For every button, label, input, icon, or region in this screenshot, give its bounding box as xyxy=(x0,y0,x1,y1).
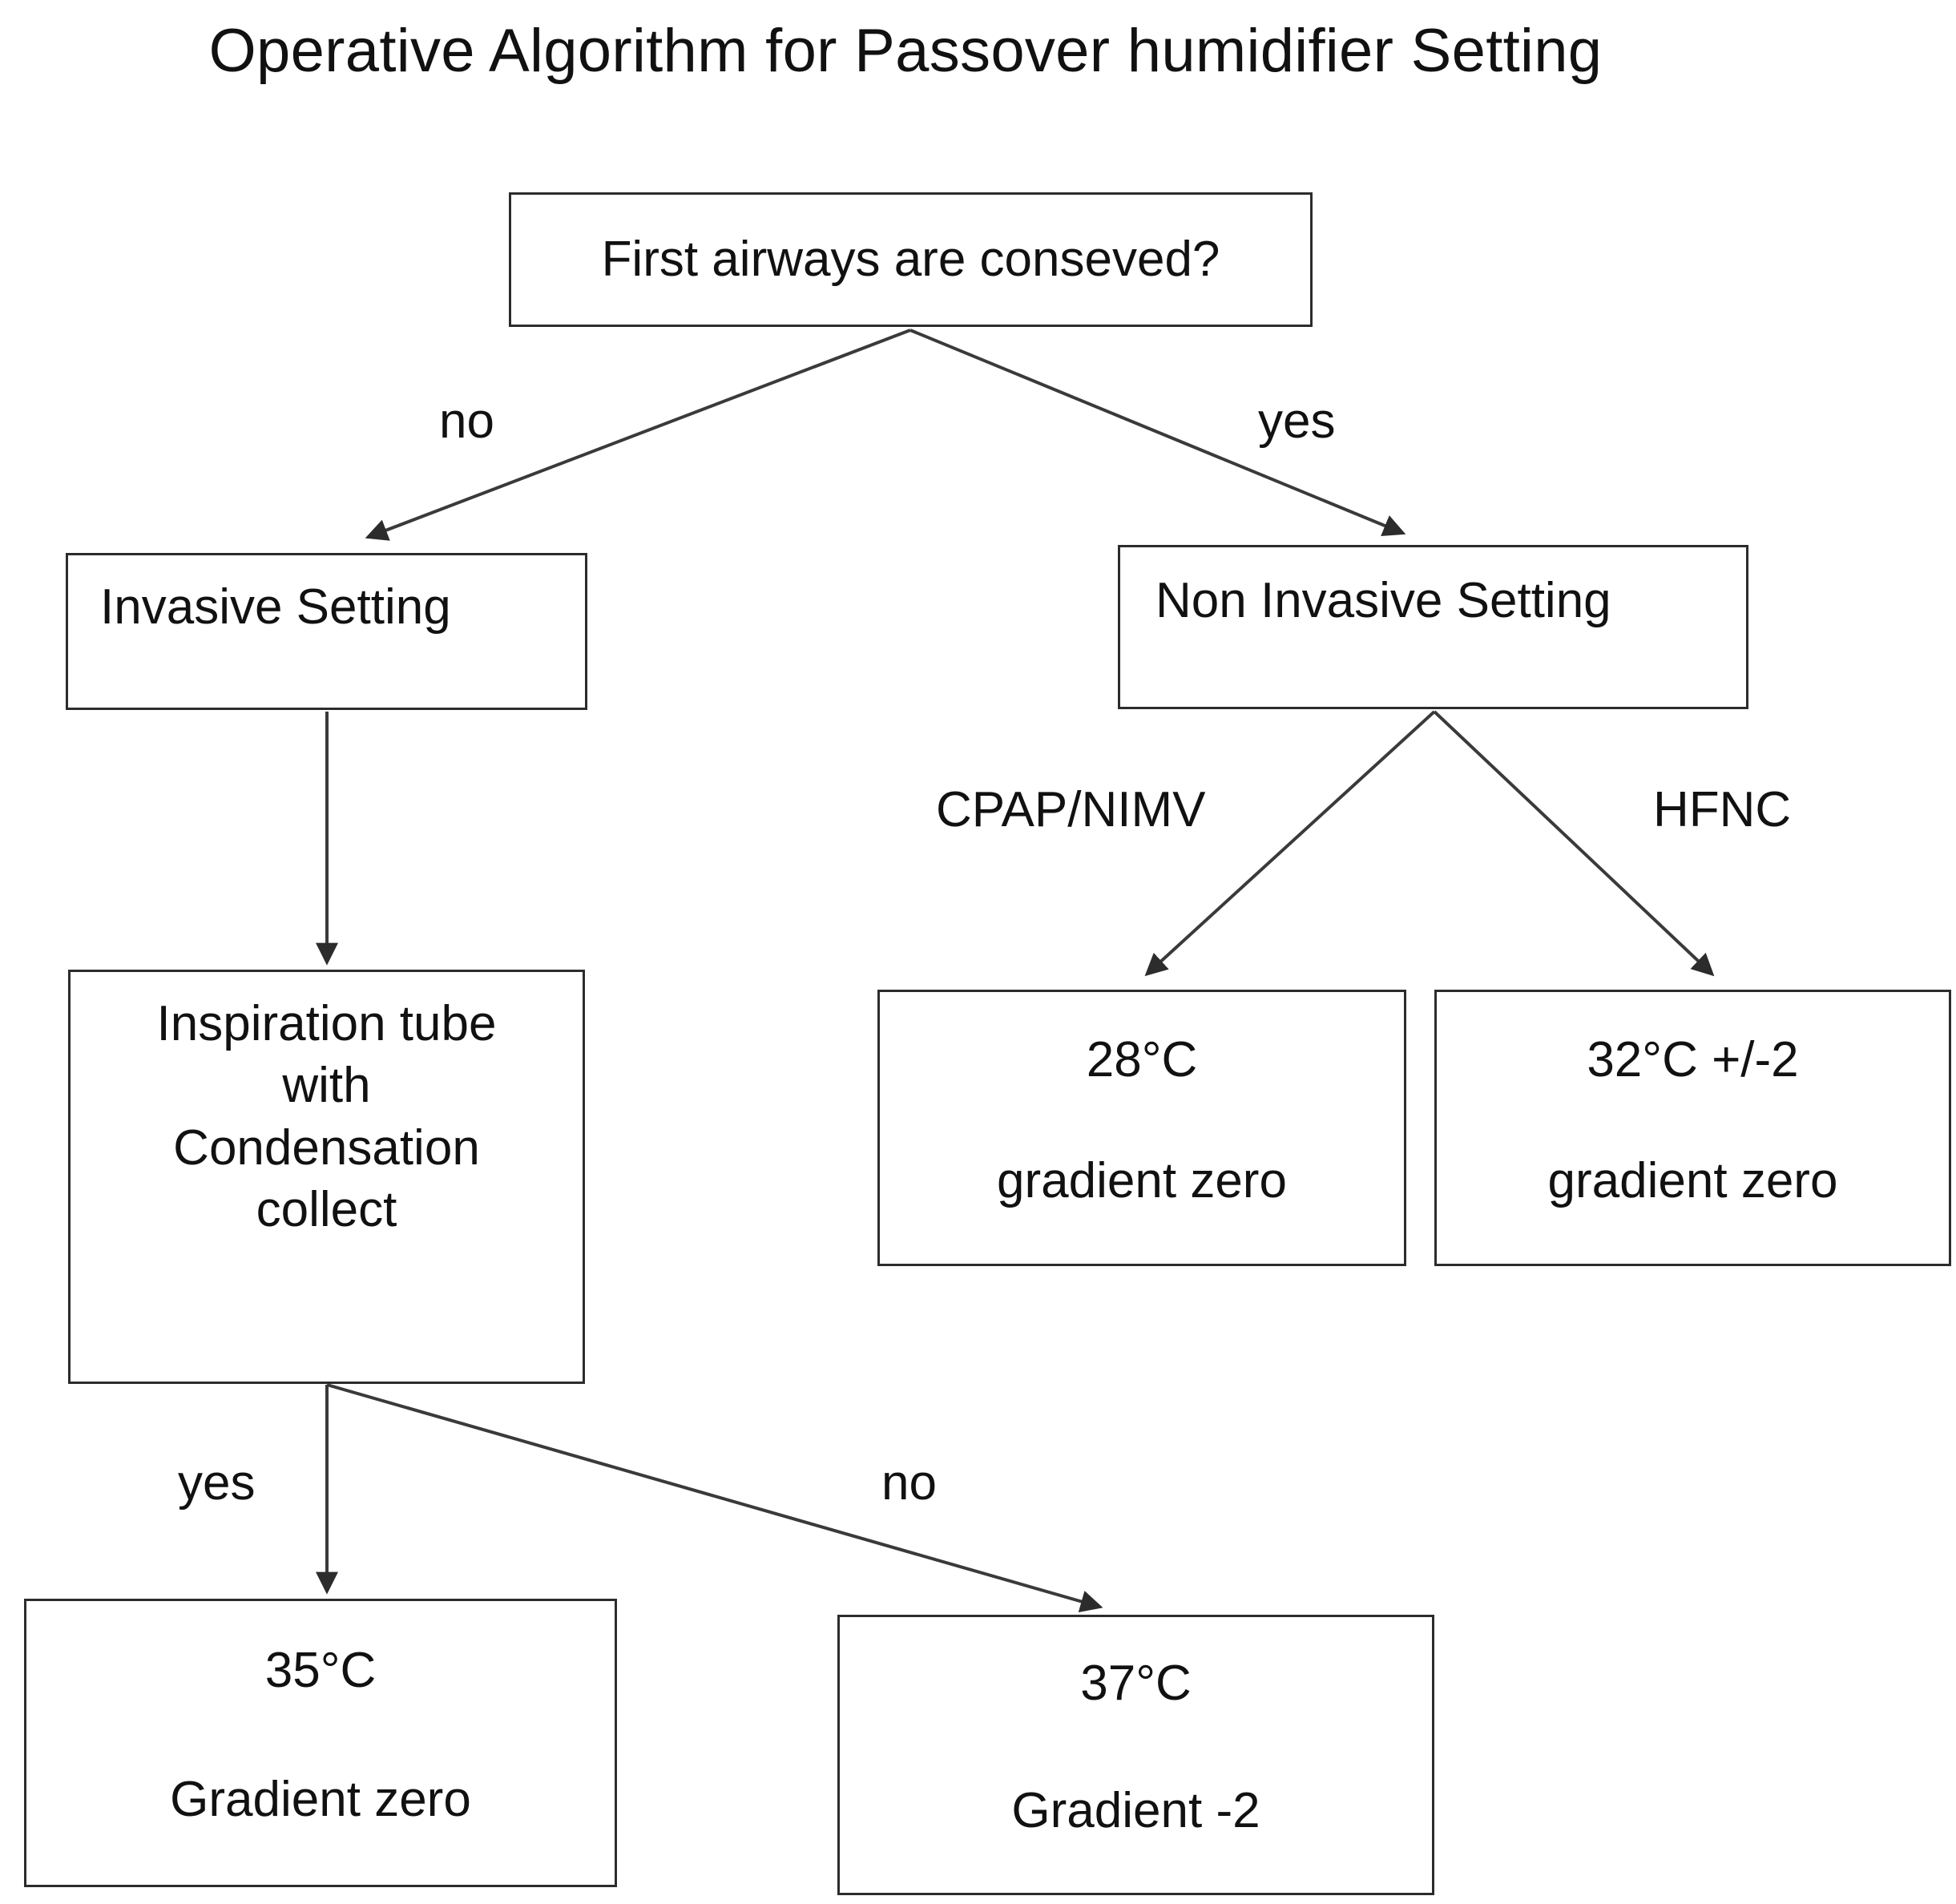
edge-label-condensation-yes: yes xyxy=(178,1455,256,1511)
page-title: Operative Algorithm for Passover humidif… xyxy=(208,17,1603,85)
node-temperature: 32°C +/-2 xyxy=(1587,1032,1799,1087)
node-hfnc-result[interactable]: 32°C +/-2 gradient zero xyxy=(1434,990,1951,1266)
node-inspiration-tube-condensation[interactable]: Inspiration tube with Condensation colle… xyxy=(68,970,585,1384)
edge-label-cpap-nimv: CPAP/NIMV xyxy=(936,782,1206,837)
edge-noninvasive-to-hfnc xyxy=(1433,710,1715,977)
edge-label-decision-no: no xyxy=(439,393,494,449)
node-gradient: gradient zero xyxy=(1547,1153,1838,1209)
node-label: Invasive Setting xyxy=(100,579,451,635)
node-37c-result[interactable]: 37°C Gradient -2 xyxy=(837,1615,1434,1895)
node-35c-result[interactable]: 35°C Gradient zero xyxy=(24,1599,617,1887)
node-label-line-3: Condensation xyxy=(173,1119,480,1176)
node-gradient: Gradient zero xyxy=(170,1772,471,1828)
node-invasive-setting[interactable]: Invasive Setting xyxy=(66,553,587,710)
node-label-line-2: with xyxy=(282,1058,371,1114)
node-gradient: gradient zero xyxy=(997,1153,1287,1209)
edge-noninvasive-to-cpap xyxy=(1144,710,1436,977)
node-temperature: 28°C xyxy=(1086,1032,1198,1087)
node-label: First airways are conseved? xyxy=(601,232,1220,288)
node-label-line-1: Inspiration tube xyxy=(156,996,497,1051)
node-non-invasive-setting[interactable]: Non Invasive Setting xyxy=(1118,545,1748,709)
node-label: Non Invasive Setting xyxy=(1155,573,1611,628)
node-first-airways-decision[interactable]: First airways are conseved? xyxy=(509,192,1313,327)
node-temperature: 35°C xyxy=(264,1643,377,1698)
edge-label-decision-yes: yes xyxy=(1258,393,1336,449)
node-cpap-nimv-result[interactable]: 28°C gradient zero xyxy=(877,990,1406,1266)
node-temperature: 37°C xyxy=(1080,1656,1192,1711)
node-gradient: Gradient -2 xyxy=(1011,1783,1260,1839)
edge-inspiration-to-37 xyxy=(326,1383,1103,1613)
node-label-line-4: collect xyxy=(256,1182,397,1238)
edge-label-condensation-no: no xyxy=(881,1455,937,1511)
edge-label-hfnc: HFNC xyxy=(1653,782,1792,837)
